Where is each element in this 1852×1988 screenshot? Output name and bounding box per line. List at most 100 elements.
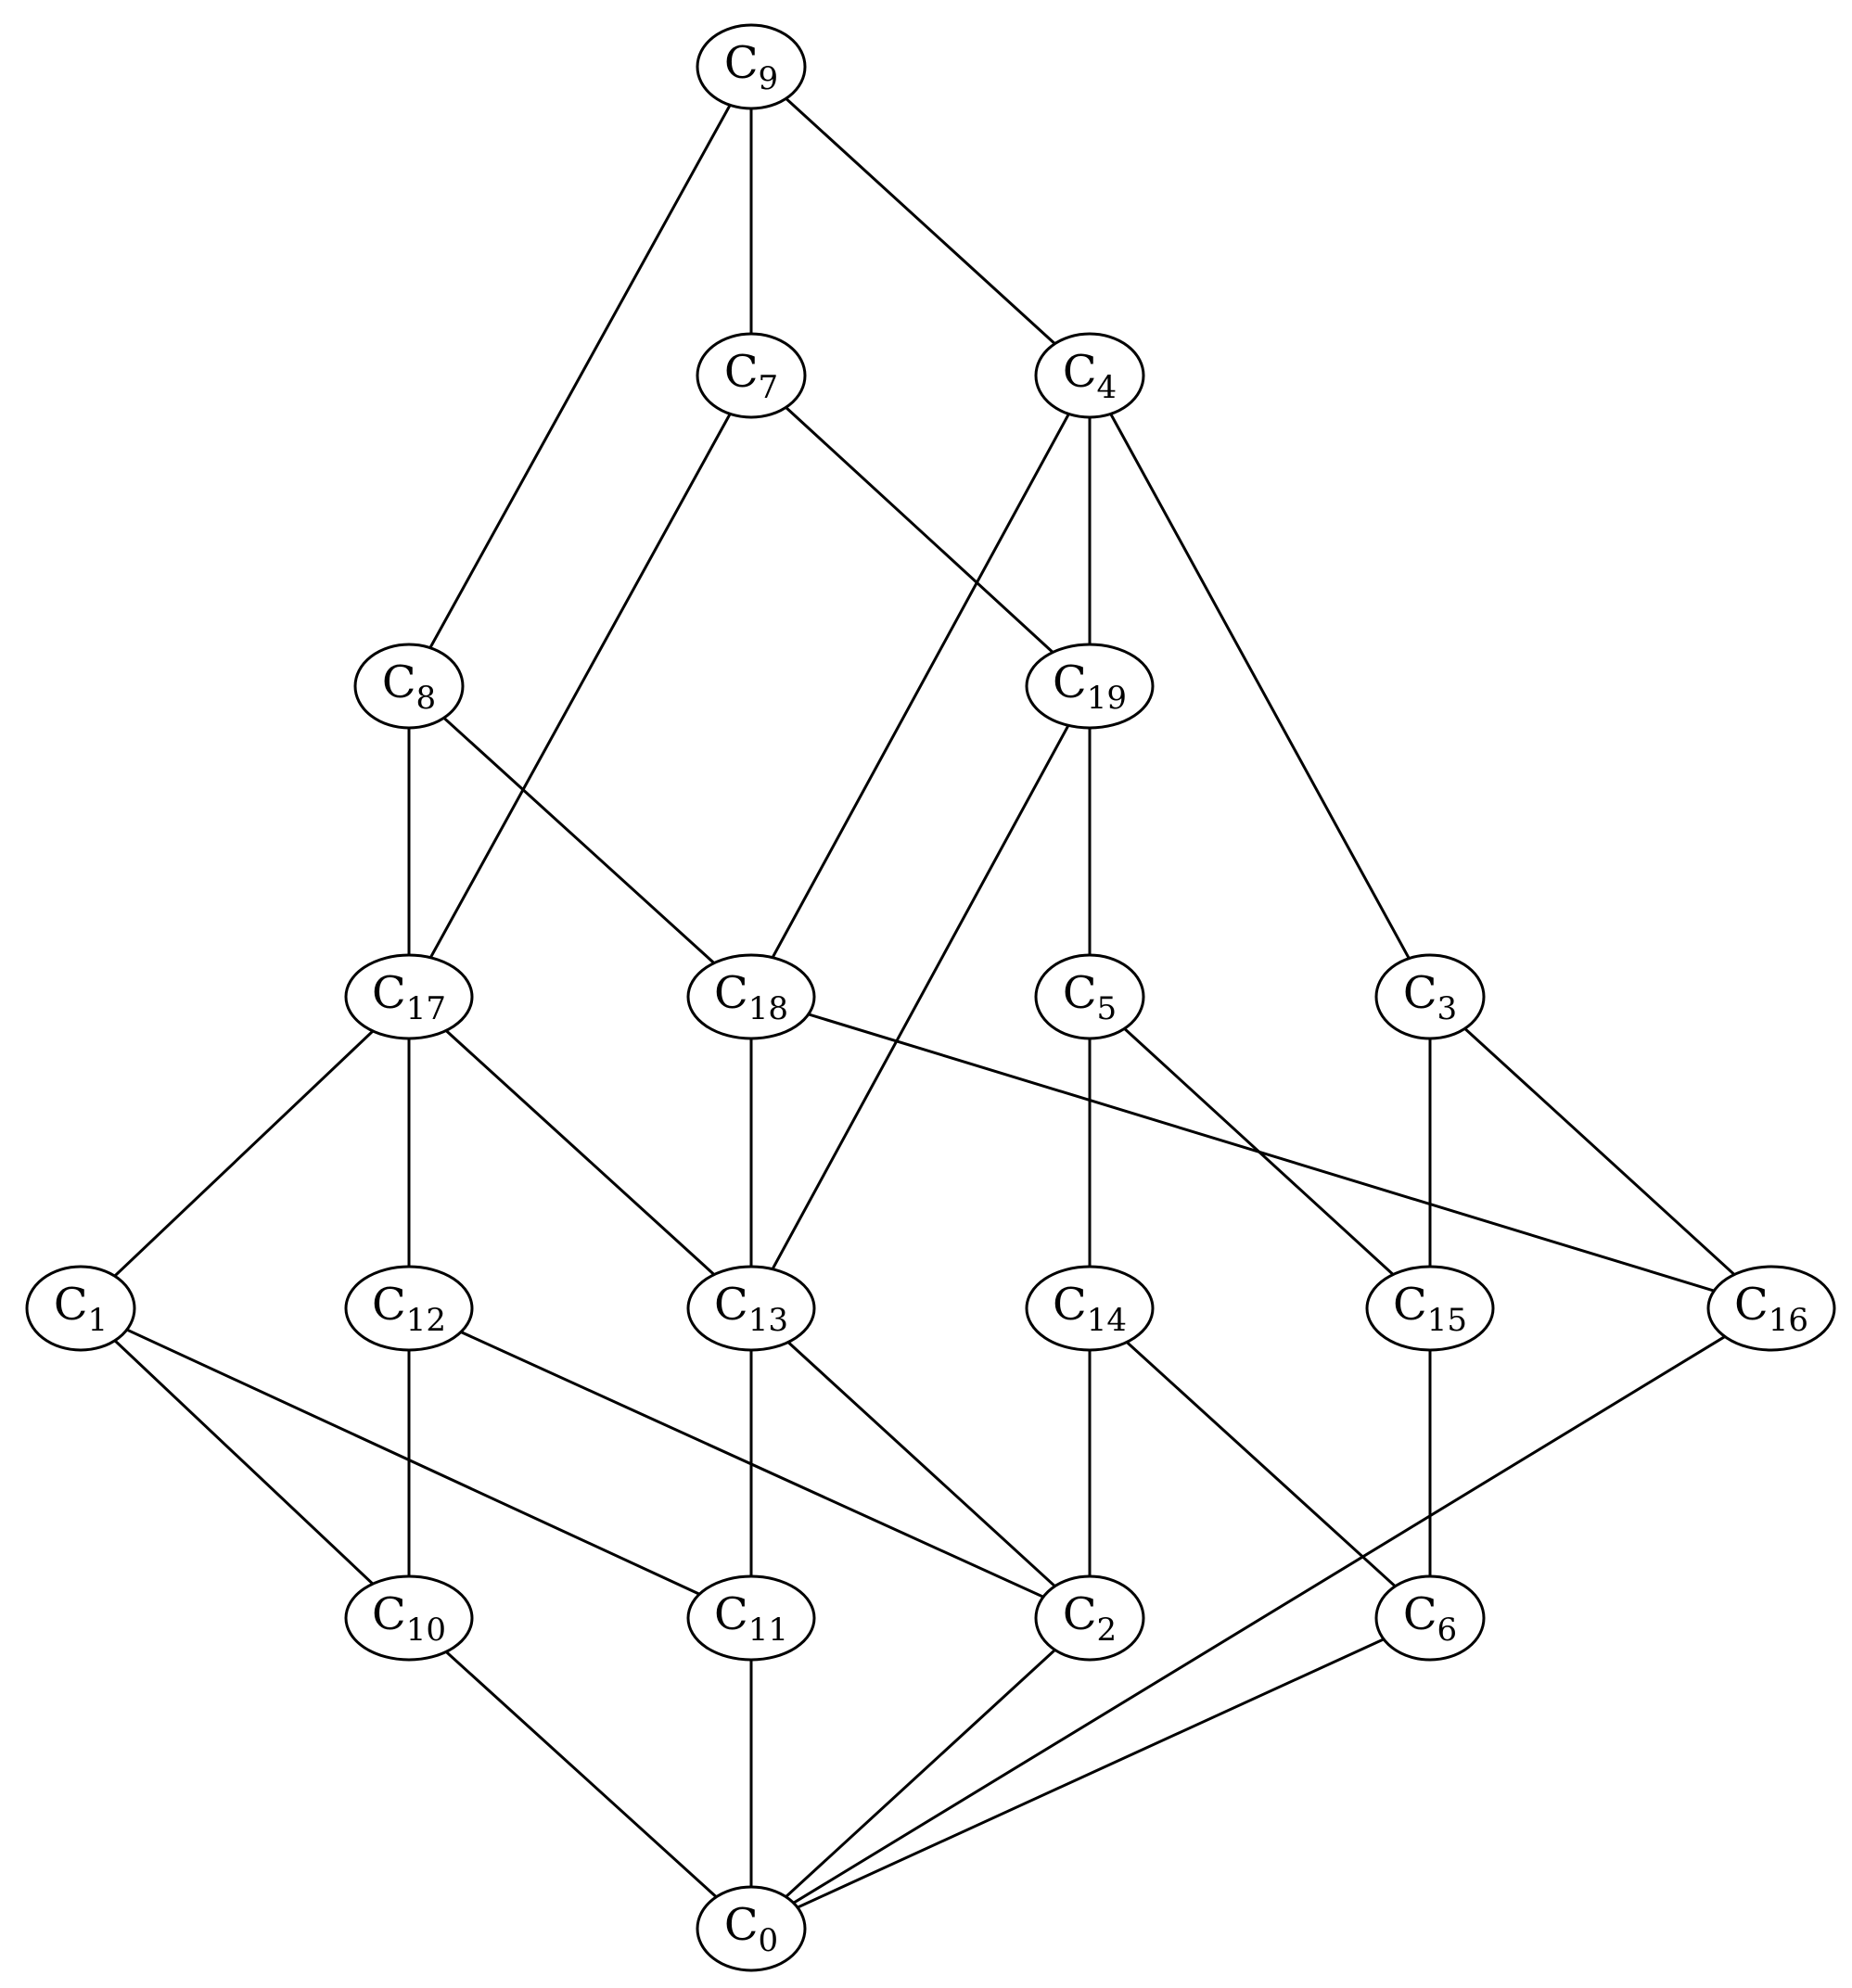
node-label-subscript: 6 (1437, 1612, 1458, 1649)
node-label-subscript: 19 (1087, 680, 1127, 717)
node-ellipse (1034, 332, 1145, 419)
edge-c2-c0 (749, 1616, 1092, 1931)
node-c19: C19 (1025, 643, 1155, 730)
edge-c8-c18 (407, 684, 753, 999)
edge-c7-c19 (749, 374, 1092, 688)
node-label-base: C (1053, 656, 1087, 708)
node-c16: C16 (1706, 1265, 1836, 1352)
node-label-subscript: 14 (1087, 1302, 1127, 1339)
node-c12: C12 (344, 1265, 474, 1352)
node-ellipse (1706, 1265, 1836, 1352)
node-label-base: C (1403, 1588, 1437, 1640)
node-ellipse (1365, 1265, 1495, 1352)
edge-c5-c15 (1088, 995, 1432, 1310)
node-label-base: C (714, 967, 748, 1019)
node-label: C14 (1053, 1279, 1127, 1339)
node-label-subscript: 3 (1437, 990, 1458, 1027)
edge-c9-c4 (749, 65, 1092, 377)
node-label-subscript: 8 (416, 680, 437, 717)
node-c5: C5 (1034, 953, 1145, 1040)
node-label-base: C (1053, 1279, 1087, 1331)
node-ellipse (1034, 953, 1145, 1040)
node-label-subscript: 17 (406, 990, 446, 1027)
node-c2: C2 (1034, 1574, 1145, 1662)
node-ellipse (25, 1265, 136, 1352)
node-ellipse (696, 1885, 807, 1972)
node-ellipse (686, 1265, 816, 1352)
edge-c17-c1 (79, 995, 411, 1310)
node-ellipse (696, 23, 807, 110)
node-label: C5 (1063, 967, 1117, 1027)
node-label-base: C (1063, 1588, 1097, 1640)
edge-c16-c0 (750, 1306, 1772, 1931)
node-c17: C17 (344, 953, 474, 1040)
node-ellipse (686, 1574, 816, 1662)
node-label: C1 (54, 1279, 108, 1339)
node-label-base: C (714, 1279, 748, 1331)
node-c18: C18 (686, 953, 816, 1040)
node-ellipse (1374, 953, 1486, 1040)
edge-c9-c8 (407, 66, 753, 687)
node-label-subscript: 5 (1097, 990, 1118, 1027)
node-c14: C14 (1025, 1265, 1155, 1352)
edge-c10-c0 (407, 1616, 753, 1931)
node-label: C4 (1063, 346, 1117, 406)
node-c9: C9 (696, 23, 807, 110)
node-label-base: C (1403, 967, 1437, 1019)
node-ellipse (344, 1265, 474, 1352)
node-c8: C8 (353, 643, 465, 730)
node-ellipse (1374, 1574, 1486, 1662)
node-c6: C6 (1374, 1574, 1486, 1662)
node-label-subscript: 2 (1097, 1612, 1118, 1649)
node-label: C3 (1403, 967, 1457, 1027)
node-c7: C7 (696, 332, 807, 419)
node-c4: C4 (1034, 332, 1145, 419)
node-label: C0 (724, 1899, 778, 1959)
node-label: C13 (714, 1279, 788, 1339)
node-label: C17 (372, 967, 446, 1027)
node-c1: C1 (25, 1265, 136, 1352)
node-label: C11 (714, 1588, 788, 1649)
node-ellipse (1025, 1265, 1155, 1352)
edge-c4-c3 (1088, 375, 1432, 998)
node-label-base: C (724, 346, 759, 398)
node-ellipse (353, 643, 465, 730)
node-label-base: C (372, 1588, 406, 1640)
node-label-base: C (54, 1279, 88, 1331)
node-label: C15 (1393, 1279, 1467, 1339)
node-label-subscript: 13 (748, 1302, 788, 1339)
node-label-base: C (1063, 346, 1097, 398)
node-ellipse (1025, 643, 1155, 730)
node-label: C18 (714, 967, 788, 1027)
edges-layer (79, 65, 1773, 1931)
edge-c1-c10 (79, 1306, 411, 1620)
node-label-subscript: 16 (1769, 1302, 1808, 1339)
node-label-subscript: 11 (748, 1612, 788, 1649)
node-ellipse (344, 1574, 474, 1662)
edge-c4-c18 (749, 375, 1092, 998)
edge-c7-c17 (407, 375, 753, 998)
node-c10: C10 (344, 1574, 474, 1662)
node-label-base: C (1393, 1279, 1427, 1331)
node-label-subscript: 1 (88, 1302, 109, 1339)
node-label-base: C (714, 1588, 748, 1640)
node-c13: C13 (686, 1265, 816, 1352)
node-label-base: C (372, 967, 406, 1019)
node-label-subscript: 10 (406, 1612, 446, 1649)
node-label: C16 (1734, 1279, 1808, 1339)
node-label: C2 (1063, 1588, 1117, 1649)
node-label-subscript: 12 (406, 1302, 446, 1339)
edge-c12-c2 (408, 1306, 1091, 1620)
node-c0: C0 (696, 1885, 807, 1972)
edge-c19-c13 (749, 685, 1092, 1309)
node-label: C10 (372, 1588, 446, 1649)
edge-c17-c13 (407, 995, 753, 1310)
edge-c14-c6 (1088, 1306, 1432, 1620)
node-label: C7 (724, 346, 778, 406)
node-label-base: C (724, 1899, 759, 1951)
node-label: C19 (1053, 656, 1127, 717)
node-ellipse (344, 953, 474, 1040)
node-label-base: C (372, 1279, 406, 1331)
